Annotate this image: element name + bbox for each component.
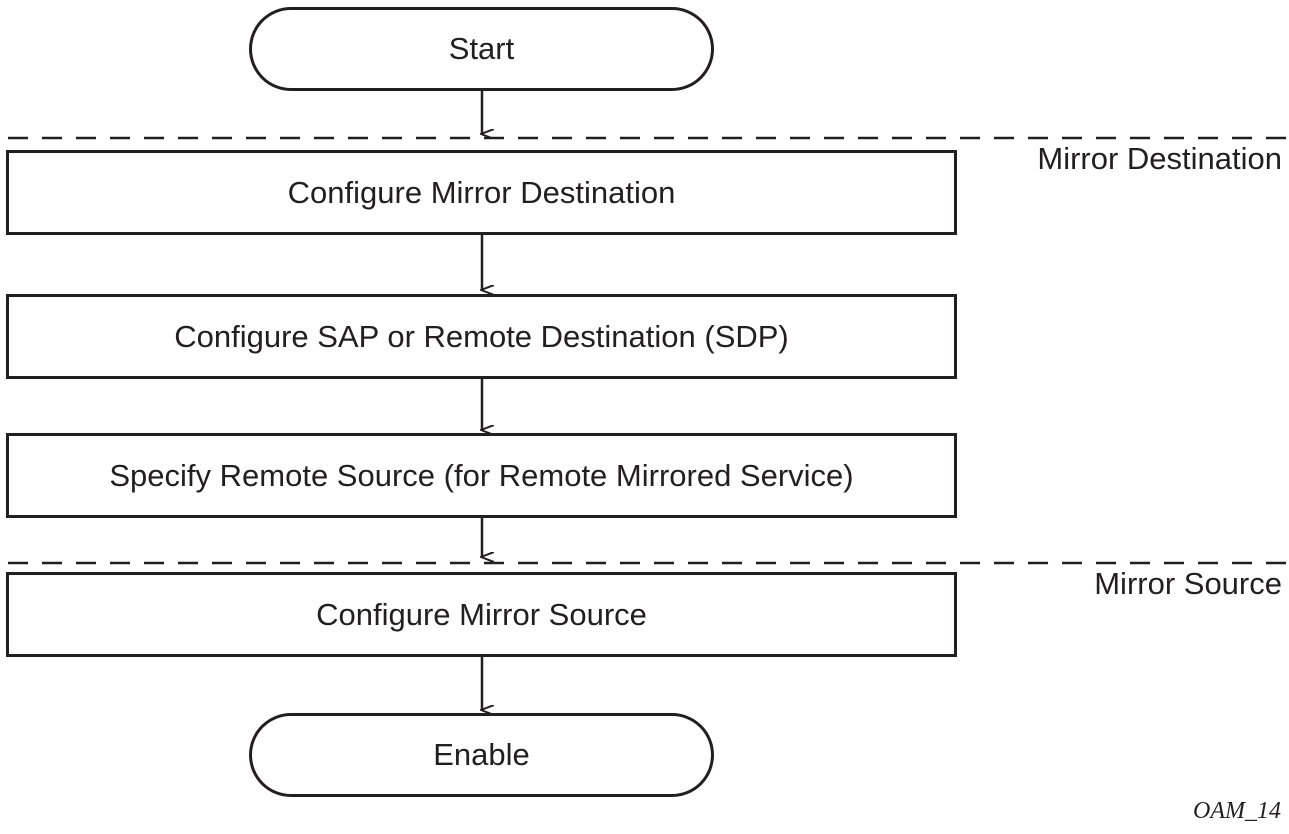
enable-terminal: Enable: [249, 713, 714, 797]
specify-remote-source-label: Specify Remote Source (for Remote Mirror…: [109, 457, 854, 493]
section-label-mirror-source: Mirror Source: [1094, 566, 1282, 601]
specify-remote-source-step: Specify Remote Source (for Remote Mirror…: [6, 433, 957, 518]
configure-sap-label: Configure SAP or Remote Destination (SDP…: [174, 318, 789, 354]
start-label: Start: [448, 31, 515, 66]
configure-mirror-destination-label: Configure Mirror Destination: [287, 174, 676, 210]
start-terminal: Start: [249, 7, 714, 91]
enable-label: Enable: [433, 737, 530, 772]
figure-id: OAM_14: [1193, 798, 1281, 824]
configure-mirror-source-step: Configure Mirror Source: [6, 572, 957, 657]
configure-mirror-destination-step: Configure Mirror Destination: [6, 150, 957, 235]
section-label-mirror-destination: Mirror Destination: [1037, 141, 1282, 176]
configure-sap-step: Configure SAP or Remote Destination (SDP…: [6, 294, 957, 379]
configure-mirror-source-label: Configure Mirror Source: [316, 596, 647, 632]
